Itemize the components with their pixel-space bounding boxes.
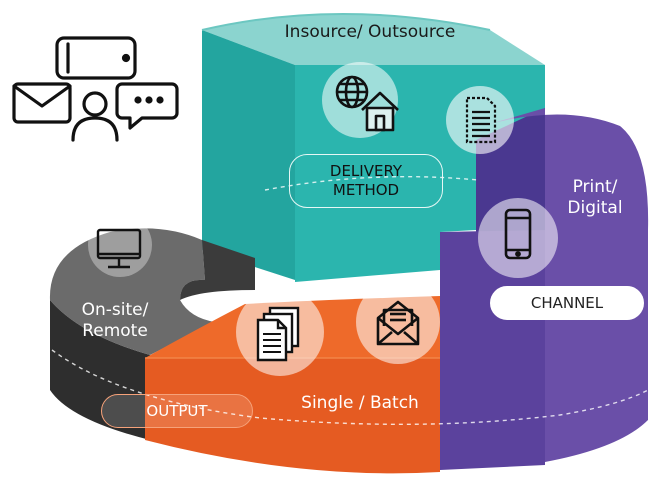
delivery-front-face	[202, 30, 295, 280]
delivery-top-label: Insource/ Outsource	[284, 22, 456, 42]
channel-label: Print/ Digital	[567, 177, 623, 219]
phone-mail-person-chat-icon	[12, 36, 179, 142]
location-label: On-site/ Remote	[81, 300, 149, 342]
dashed-guide-upper	[264, 175, 479, 191]
channel-tag: CHANNEL	[490, 286, 644, 320]
document-stack-icon	[236, 288, 324, 376]
delivery-method-tag: DELIVERY METHOD	[289, 154, 443, 208]
channel-main-face	[476, 108, 649, 462]
output-tag: OUTPUT	[101, 394, 253, 428]
printed-document-icon	[446, 86, 514, 154]
smartphone-icon	[478, 198, 558, 278]
delivery-top-edge	[201, 13, 491, 31]
dashed-guide-lower	[51, 349, 649, 426]
desktop-monitor-icon	[88, 213, 152, 277]
location-side-face	[50, 300, 150, 440]
output-label: Single / Batch	[301, 393, 419, 413]
output-front-face	[145, 358, 440, 474]
delivery-top-face	[202, 14, 545, 65]
location-inner-face	[180, 240, 255, 300]
location-top-face	[49, 228, 215, 355]
open-envelope-icon	[356, 280, 440, 364]
globe-house-icon	[322, 62, 399, 138]
location-segment	[49, 228, 255, 440]
